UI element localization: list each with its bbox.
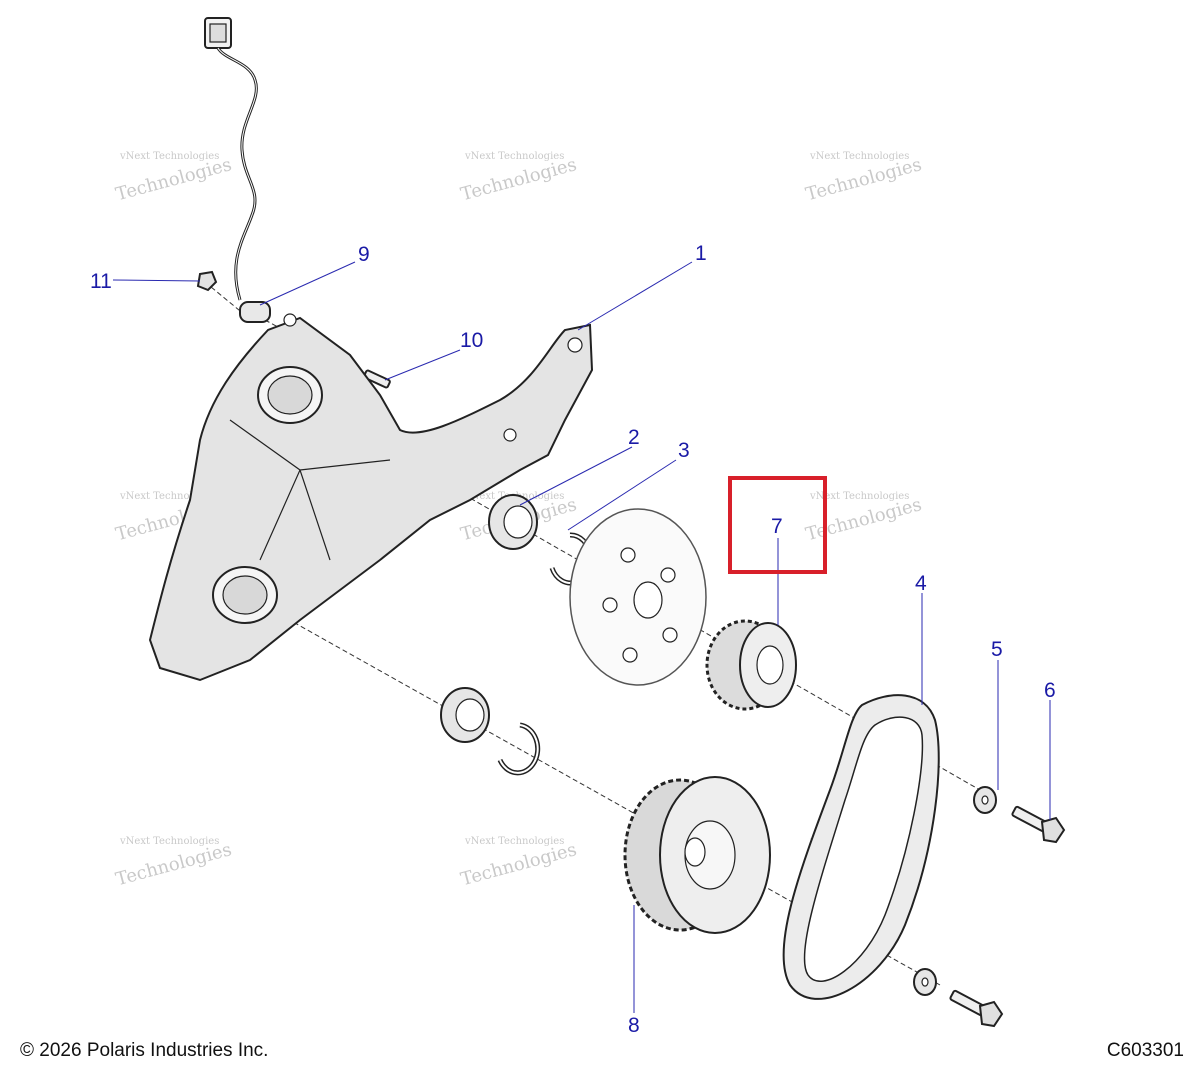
callout-4[interactable]: 4 (915, 572, 927, 595)
watermark-text: vNext Technologies (464, 151, 564, 162)
watermark-text: vNext Technologies (464, 836, 564, 847)
speed-sensor-harness (204, 17, 271, 323)
nut-part (196, 270, 218, 292)
chaincase-housing (148, 313, 594, 682)
callout-3[interactable]: 3 (678, 439, 690, 462)
copyright-notice: © 2026 Polaris Industries Inc. (20, 1040, 269, 1061)
watermark-text: vNext Technologies (119, 836, 219, 847)
drive-sprocket-part (705, 619, 797, 711)
callout-9[interactable]: 9 (358, 243, 370, 266)
lower-washer-part (913, 968, 937, 996)
bearing-part (488, 494, 538, 550)
lower-bearing-part (440, 687, 490, 743)
callout-8[interactable]: 8 (628, 1014, 640, 1037)
highlight-box (728, 476, 827, 574)
watermark-text: vNext Technologies (809, 151, 909, 162)
callout-labels: 1 2 3 4 5 6 7 8 9 10 11 (90, 242, 1056, 1037)
screw-part (363, 369, 391, 389)
callout-1[interactable]: 1 (695, 242, 707, 265)
lower-snap-ring-part (497, 722, 541, 776)
callout-2[interactable]: 2 (628, 426, 640, 449)
callout-10[interactable]: 10 (460, 329, 483, 352)
watermark-text: vNext Technologies (119, 151, 219, 162)
figure-code: C603301 (1106, 1040, 1184, 1061)
callout-5[interactable]: 5 (991, 638, 1003, 661)
washer-part (973, 786, 997, 814)
brake-disc-part (569, 508, 707, 686)
driven-sprocket-part (623, 776, 771, 934)
bolt-part (1011, 805, 1066, 844)
watermark-text: vNext Technologies (119, 491, 219, 502)
callout-11[interactable]: 11 (90, 270, 112, 293)
callout-7[interactable]: 7 (771, 515, 783, 538)
drive-belt-part (782, 694, 940, 1000)
leader-lines (112, 261, 1051, 1013)
callout-6[interactable]: 6 (1044, 679, 1056, 702)
lower-bolt-part (949, 989, 1004, 1028)
watermark-text: vNext Technologies (809, 491, 909, 502)
